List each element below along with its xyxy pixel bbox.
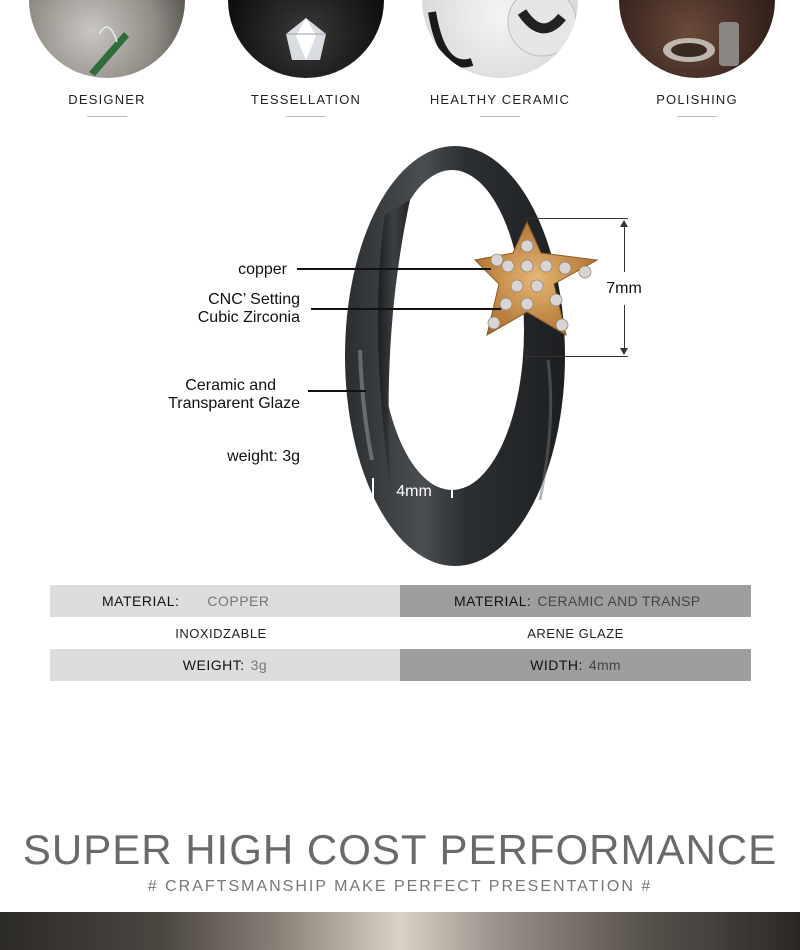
label-cnc-setting: CNC’ Setting Cubic Zirconia [140, 291, 300, 327]
spec-material2-cont: ARENE GLAZE [400, 617, 751, 649]
arrow-up-icon [620, 220, 628, 227]
spec-value: 3g [250, 657, 268, 673]
dim-bottom-line [525, 356, 628, 357]
spec-weight: WEIGHT: 3g [50, 649, 400, 681]
feature-label: TESSELLATION [250, 92, 362, 107]
divider [677, 116, 717, 117]
feature-label: DESIGNER [68, 92, 146, 107]
label-ceramic-line2: Transparent Glaze [168, 395, 300, 412]
spec-value: CERAMIC AND TRANSP [537, 593, 701, 609]
leader-ceramic [308, 390, 366, 392]
spec-value: 4mm [588, 657, 621, 673]
divider [286, 116, 326, 117]
spec-value-cont: INOXIDZABLE [175, 625, 267, 641]
label-cnc-line2: Cubic Zirconia [197, 309, 300, 326]
spec-value-cont: ARENE GLAZE [527, 625, 624, 641]
label-ceramic-line1: Ceramic and [185, 377, 276, 394]
spec-key: MATERIAL: [102, 593, 180, 609]
dim-vertical-top [624, 224, 625, 272]
spec-material1-cont: INOXIDZABLE [50, 617, 400, 649]
ring-illustration [345, 146, 599, 566]
spec-key: WEIGHT: [182, 657, 245, 673]
spec-material2: MATERIAL: CERAMIC AND TRANSP [400, 585, 751, 617]
subheadline: # CRAFTSMANSHIP MAKE PERFECT PRESENTATIO… [147, 878, 653, 895]
designer-pen-icon [29, 0, 185, 78]
dim-width-right [451, 480, 453, 498]
spec-material1: MATERIAL: COPPER [50, 585, 400, 617]
dim-vertical-bottom [624, 305, 625, 353]
arrow-down-icon [620, 348, 628, 355]
headline: SUPER HIGH COST PERFORMANCE [22, 826, 778, 873]
feature-tessellation: TESSELLATION [216, 0, 396, 120]
feature-label: HEALTHY CERAMIC [429, 92, 571, 107]
label-copper: copper [238, 261, 287, 278]
spec-key: WIDTH: [530, 657, 583, 673]
divider [87, 116, 127, 117]
feature-label: POLISHING [656, 92, 738, 107]
label-height: 7mm [606, 280, 642, 297]
polishing-hand-icon [619, 0, 775, 78]
diamond-icon [228, 0, 384, 78]
divider [480, 116, 520, 117]
spec-width: WIDTH: 4mm [400, 649, 751, 681]
spec-key: MATERIAL: [454, 593, 532, 609]
feature-designer: DESIGNER [17, 0, 197, 120]
label-ceramic: Ceramic and Transparent Glaze [120, 377, 300, 413]
dim-width-left [372, 478, 374, 508]
model-photo [0, 912, 800, 950]
label-cnc-line1: CNC’ Setting [208, 291, 300, 308]
leader-copper [297, 268, 491, 270]
label-width: 4mm [396, 483, 432, 500]
ceramic-ring-icon [422, 0, 578, 78]
spec-value: COPPER [207, 593, 270, 609]
dim-top-line [525, 218, 628, 219]
feature-healthy-ceramic: HEALTHY CERAMIC [410, 0, 590, 120]
leader-cnc [311, 308, 501, 310]
feature-polishing: POLISHING [607, 0, 787, 120]
label-weight: weight: 3g [227, 448, 300, 465]
